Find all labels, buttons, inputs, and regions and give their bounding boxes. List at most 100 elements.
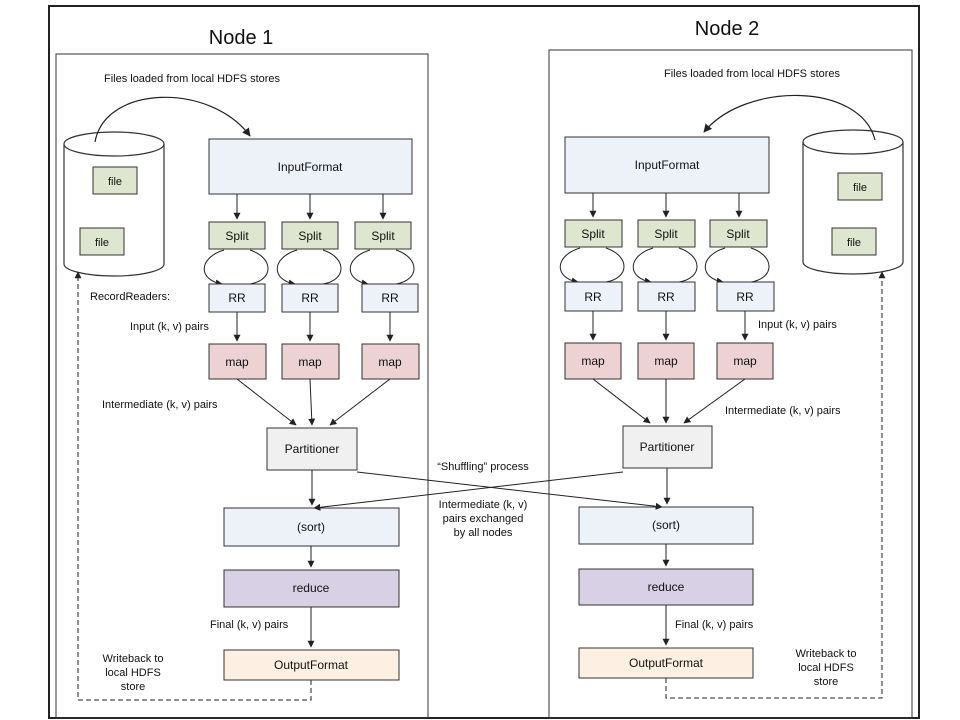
node-1-file-box xyxy=(92,166,138,195)
node-2-files-label: Files loaded from local HDFS stores xyxy=(664,68,841,80)
node-1-reduce-box xyxy=(223,569,400,608)
node-2-loop-arrow xyxy=(559,247,581,285)
node-1-outputformat-box xyxy=(223,649,400,681)
node-2-loop-arrow xyxy=(678,247,698,283)
node-1-map-label: map xyxy=(378,355,402,369)
node-2-arrow xyxy=(683,378,746,424)
node-2-rr-box xyxy=(716,281,775,312)
node-1-writeback-label: local HDFS xyxy=(105,667,161,679)
node-2-loop-arrow xyxy=(605,247,625,283)
node-2-rr-label: RR xyxy=(657,290,675,304)
node-2-map-label: map xyxy=(654,354,678,368)
shuffle-description: pairs exchanged xyxy=(443,513,524,525)
node-2-intermediate-pairs-label: Intermediate (k, v) pairs xyxy=(725,405,841,417)
node-2-file-label: file xyxy=(847,237,861,249)
node-2-file-box xyxy=(831,227,877,256)
shuffle-description: Intermediate (k, v) xyxy=(439,499,528,511)
node-2-map-label: map xyxy=(733,354,757,368)
node-1-rr-box xyxy=(208,283,266,313)
node-1-file-label: file xyxy=(95,237,109,249)
node-1: Node 1 Files loaded from local HDFS stor… xyxy=(55,27,429,719)
node-1-intermediate-pairs-label: Intermediate (k, v) pairs xyxy=(102,399,218,411)
node-2-map-label: map xyxy=(581,354,605,368)
node-2-split-label: Split xyxy=(654,227,678,241)
node-1-title: Node 1 xyxy=(209,27,274,49)
node-2-final-pairs-label: Final (k, v) pairs xyxy=(675,619,754,631)
node-1-map-label: map xyxy=(225,355,249,369)
node-1-split-box xyxy=(281,221,339,250)
node-2-split-box xyxy=(637,219,696,248)
node-1-loop-arrow xyxy=(349,249,371,287)
node-2-writeback-label: store xyxy=(814,676,838,688)
node-2-inputformat-box xyxy=(564,136,770,194)
node-1-split-label: Split xyxy=(225,229,249,243)
node-1-reduce-label: reduce xyxy=(293,581,330,595)
node-2-outputformat-label: OutputFormat xyxy=(629,656,704,670)
node-1-split-label: Split xyxy=(371,229,395,243)
node-2-writeback-label: local HDFS xyxy=(798,662,854,674)
node-1-arrow xyxy=(308,378,316,426)
node-2-sort-box xyxy=(578,506,754,545)
node-2-reduce-label: reduce xyxy=(648,580,685,594)
shuffle-title: “Shuffling” process xyxy=(437,461,529,473)
node-1-loop-arrow xyxy=(249,249,269,285)
shuffle-exchange: “Shuffling” process Intermediate (k, v) … xyxy=(313,461,663,539)
node-1-map-label: map xyxy=(298,355,322,369)
node-2-rr-label: RR xyxy=(736,290,754,304)
node-2-outputformat-box xyxy=(578,647,754,679)
node-1-arrow xyxy=(236,378,297,426)
shuffle-arrow-node2-to-node1 xyxy=(313,471,624,511)
node-2-map-box xyxy=(716,342,774,380)
node-1-rr-box xyxy=(281,283,339,313)
shuffle-description: by all nodes xyxy=(454,527,513,539)
node-2-split-box xyxy=(709,219,768,248)
node-2-rr-box xyxy=(637,281,696,312)
node-1-loop-arrow xyxy=(203,249,225,287)
node-1-recordreaders-label: RecordReaders: xyxy=(90,291,170,303)
node-2-sort-label: (sort) xyxy=(652,518,680,532)
node-2-writeback-arrow xyxy=(665,271,886,699)
node-2-split-label: Split xyxy=(581,227,605,241)
node-1-map-box xyxy=(208,343,267,380)
node-1-map-box xyxy=(361,343,420,380)
node-2-load-arrow xyxy=(703,94,876,141)
node-2-rr-box xyxy=(564,281,623,312)
node-1-rr-label: RR xyxy=(301,291,319,305)
node-1-split-box xyxy=(354,221,412,250)
node-1-rr-box xyxy=(361,283,419,313)
node-2-file-box xyxy=(837,172,883,201)
node-1-file-box xyxy=(79,227,125,256)
node-2-input-pairs-label: Input (k, v) pairs xyxy=(758,319,837,331)
node-1-writeback-arrow xyxy=(74,271,312,701)
node-2-loop-arrow xyxy=(750,247,770,283)
node-2-partitioner-label: Partitioner xyxy=(640,440,695,454)
node-1-rr-label: RR xyxy=(381,291,399,305)
node-1-sort-box xyxy=(223,507,400,547)
node-1-inputformat-box xyxy=(208,138,413,195)
node-2-split-box xyxy=(564,219,623,248)
node-1-partitioner-label: Partitioner xyxy=(285,442,340,456)
node-1-loop-arrow xyxy=(276,249,298,287)
node-2: Node 2 Files loaded from local HDFS stor… xyxy=(548,18,913,719)
node-1-map-box xyxy=(281,343,340,380)
node-1-loop-arrow xyxy=(322,249,342,285)
node-1-file-label: file xyxy=(108,176,122,188)
node-2-border xyxy=(548,49,913,719)
node-2-title: Node 2 xyxy=(695,18,760,40)
node-1-loop-arrow xyxy=(395,249,415,285)
node-1-writeback-label: Writeback to xyxy=(103,653,164,665)
node-2-loop-arrow xyxy=(704,247,726,285)
node-1-final-pairs-label: Final (k, v) pairs xyxy=(210,619,289,631)
node-2-inputformat-label: InputFormat xyxy=(635,158,700,172)
node-1-inputformat-label: InputFormat xyxy=(278,160,343,174)
node-1-rr-label: RR xyxy=(228,291,246,305)
outer-frame xyxy=(48,5,920,719)
node-1-outputformat-label: OutputFormat xyxy=(274,658,349,672)
node-2-loop-arrow xyxy=(632,247,654,285)
node-1-split-box xyxy=(208,221,266,250)
node-1-files-label: Files loaded from local HDFS stores xyxy=(104,73,281,85)
node-1-input-pairs-label: Input (k, v) pairs xyxy=(130,321,209,333)
node-1-load-arrow xyxy=(94,96,251,143)
node-2-writeback-label: Writeback to xyxy=(796,648,857,660)
